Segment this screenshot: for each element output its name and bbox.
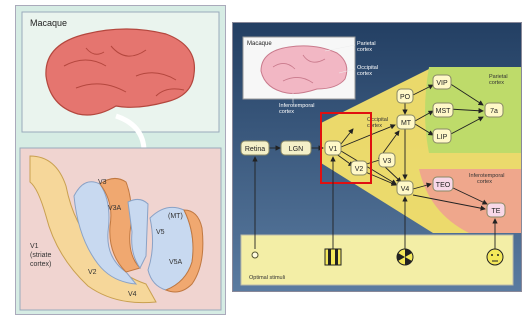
stimuli-label: Optimal stimuli (249, 275, 285, 281)
label-v3: V3 (98, 179, 107, 186)
node-mst: MST (436, 108, 452, 115)
label-v5: V5 (156, 229, 165, 236)
face-stimulus-icon (487, 249, 503, 265)
radial-stimulus-icon (397, 249, 413, 265)
right-pathway-panel: Macaque Parietal cortex Occipital cortex… (232, 22, 522, 292)
node-v4: V4 (401, 186, 410, 193)
inset-brain (261, 46, 347, 94)
label-v1-note1: (striate (30, 252, 52, 259)
left-anatomy-panel: Macaque V1 (striate cortex) V2 V3 V3A V4… (15, 5, 226, 315)
inset-title: Macaque (247, 41, 272, 47)
node-vip: VIP (436, 80, 448, 87)
inset-inferotemporal-2: cortex (279, 109, 294, 115)
node-te: TE (492, 208, 501, 215)
bars-stimulus-icon (325, 249, 341, 265)
label-v2: V2 (88, 269, 97, 276)
node-teo: TEO (436, 182, 451, 189)
node-lip: LIP (437, 134, 448, 141)
node-mt: MT (401, 120, 412, 127)
label-mt: (MT) (168, 213, 183, 220)
node-v2: V2 (355, 166, 364, 173)
inset-occipital-2: cortex (357, 71, 372, 77)
pathway-svg: Macaque Parietal cortex Occipital cortex… (233, 23, 521, 291)
node-v1: V1 (329, 146, 338, 153)
label-v1-note2: cortex) (30, 261, 51, 268)
node-v3: V3 (383, 158, 392, 165)
region-inferotemporal-2: cortex (477, 179, 492, 185)
macaque-title: Macaque (30, 18, 67, 28)
dot-stimulus-icon (252, 252, 258, 258)
node-retina: Retina (245, 146, 265, 153)
node-lgn: LGN (289, 146, 303, 153)
label-v5a: V5A (169, 259, 183, 266)
label-v4: V4 (128, 291, 137, 298)
region-parietal-2: cortex (489, 80, 504, 86)
label-v3a: V3A (108, 205, 122, 212)
label-v1: V1 (30, 243, 39, 250)
region-occipital-2: cortex (367, 123, 382, 129)
node-7a: 7a (490, 108, 498, 115)
left-anatomy-svg: Macaque V1 (striate cortex) V2 V3 V3A V4… (16, 6, 225, 314)
node-po: PO (400, 94, 411, 101)
inset-parietal-2: cortex (357, 47, 372, 53)
